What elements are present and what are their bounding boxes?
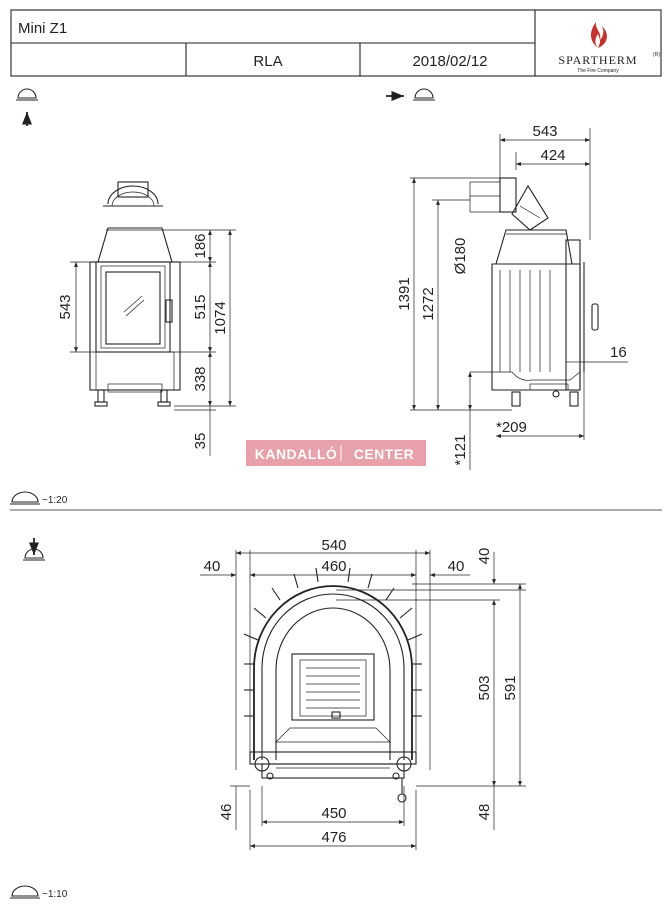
dim-flue-diameter: Ø180 (452, 238, 469, 275)
brand-tagline: The Fire Company (577, 68, 619, 74)
title-block: Mini Z1 RLA 2018/02/12 SPARTHERM (R) The… (10, 9, 662, 77)
brand-name: SPARTHERM (558, 53, 637, 67)
scale-lower: ~1:10 (42, 889, 68, 900)
dim-frame: 16 (610, 344, 627, 361)
scale-upper: ~1:20 (42, 495, 68, 506)
dim-front-opening: 450 (321, 805, 346, 822)
dim-top-margin: 40 (476, 548, 493, 565)
dim-left-margin: 40 (204, 558, 221, 575)
dim-total-height: 1074 (212, 301, 229, 334)
brand-mark: (R) (653, 52, 660, 58)
dim-inner-depth: 503 (476, 675, 493, 700)
side-view-symbol (386, 88, 435, 102)
dim-bottom-section: 338 (192, 366, 209, 391)
dim-inner-width: 460 (321, 558, 346, 575)
dim-depth-total: 543 (532, 123, 557, 140)
dim-body-height: 1272 (420, 287, 437, 320)
dim-left-foot: 46 (218, 804, 235, 821)
protractor-icon (11, 491, 39, 503)
dim-top-section: 186 (192, 233, 209, 258)
dim-door-height: 543 (57, 294, 74, 319)
front-view: 186 515 338 35 1074 543 (57, 181, 236, 456)
dim-rear-offset: *209 (496, 419, 527, 436)
scale-indicator-lower: ~1:10 (10, 885, 68, 900)
kandallo-center-watermark: KANDALLÓ CENTER (246, 440, 426, 466)
dim-right-margin: 40 (448, 558, 465, 575)
plan-view: 540 460 40 40 40 503 591 450 476 46 48 (200, 537, 526, 850)
watermark-right: CENTER (354, 446, 415, 462)
dim-right-foot: 48 (476, 804, 493, 821)
dim-outer-width: 540 (321, 537, 346, 554)
dim-outer-depth: 591 (502, 675, 519, 700)
dim-foot-height: *121 (452, 435, 469, 466)
scale-indicator-upper: ~1:20 (10, 491, 68, 506)
dim-glass-height: 515 (192, 294, 209, 319)
spartherm-logo: SPARTHERM (R) The Fire Company (558, 22, 660, 74)
plan-view-symbol (23, 538, 45, 561)
dim-depth-body: 424 (540, 147, 565, 164)
date-label: 2018/02/12 (412, 53, 487, 70)
dim-feet: 35 (192, 433, 209, 450)
side-view: 543 424 1391 1272 Ø180 16 *209 *121 (396, 123, 628, 470)
front-view-symbol (16, 88, 38, 126)
flame-icon (591, 22, 607, 48)
dim-total-height: 1391 (396, 277, 413, 310)
variant-label: RLA (253, 53, 282, 70)
protractor-icon (11, 885, 39, 897)
dim-front-width: 476 (321, 829, 346, 846)
watermark-left: KANDALLÓ (255, 445, 338, 462)
model-name: Mini Z1 (18, 20, 67, 37)
